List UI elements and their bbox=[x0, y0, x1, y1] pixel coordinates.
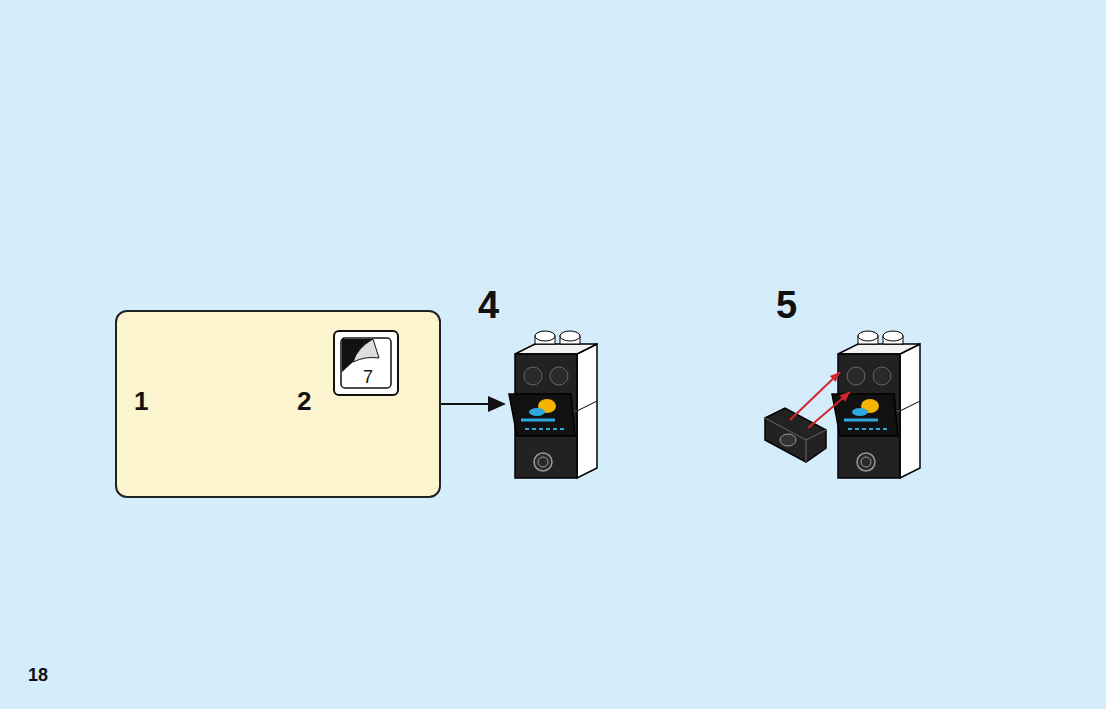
step-number: 5 bbox=[776, 286, 797, 324]
step-arrow bbox=[441, 396, 506, 412]
sub-assembly-panel: 1 2 7 bbox=[115, 310, 441, 498]
step-number: 4 bbox=[478, 286, 499, 324]
step-number: 2 bbox=[297, 388, 311, 414]
arcade-cabinet-model bbox=[832, 331, 920, 478]
sticker-callout: 7 bbox=[333, 330, 399, 396]
placement-arrows bbox=[790, 372, 850, 428]
sticker-number: 7 bbox=[363, 368, 373, 386]
arcade-cabinet-model bbox=[509, 331, 597, 478]
page-number: 18 bbox=[28, 666, 48, 684]
step-number: 1 bbox=[134, 388, 148, 414]
